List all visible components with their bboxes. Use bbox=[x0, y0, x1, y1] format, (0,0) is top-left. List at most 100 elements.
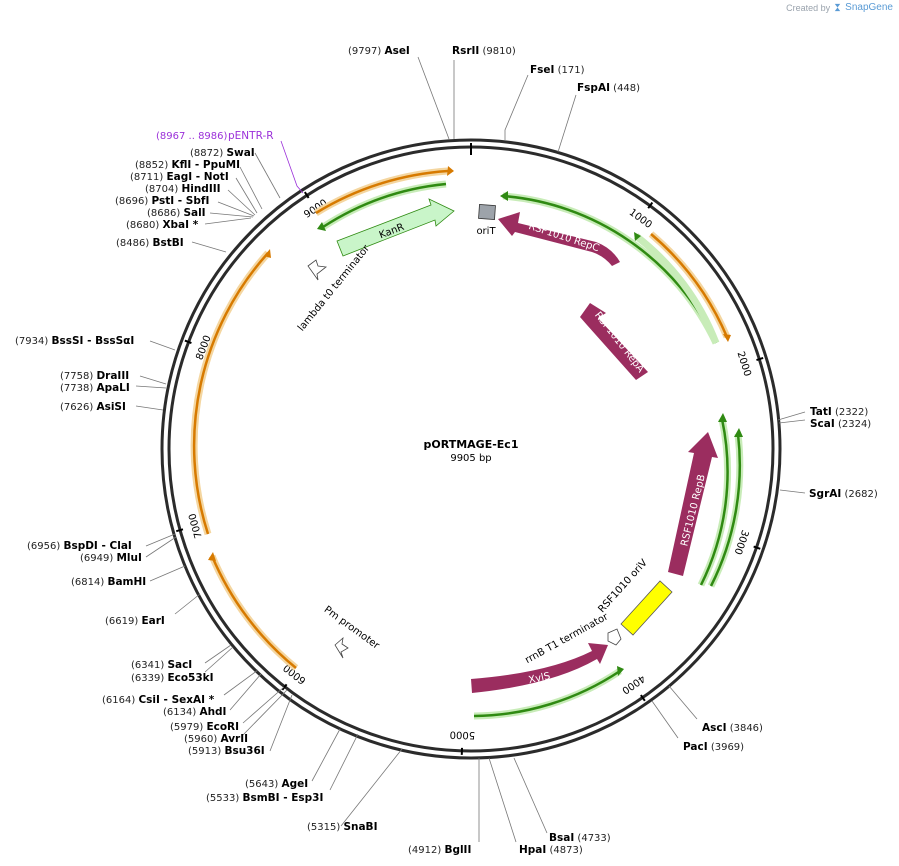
site-bstbi[interactable]: (8486) BstBI bbox=[116, 237, 184, 249]
site-scai[interactable]: ScaI (2324) bbox=[810, 418, 871, 430]
primer-range: (8967 .. 8986) bbox=[156, 131, 228, 142]
site-name: FspAI bbox=[577, 82, 610, 94]
site-saci[interactable]: (6341) SacI bbox=[131, 659, 192, 671]
svg-text:(6341) SacI: (6341) SacI bbox=[131, 659, 192, 671]
site-position: (6164) bbox=[102, 695, 138, 706]
site-eari[interactable]: (6619) EarI bbox=[105, 615, 165, 627]
site-kfli[interactable]: (8852) KflI - PpuMI bbox=[135, 159, 240, 171]
site-asisi[interactable]: (7626) AsiSI bbox=[60, 401, 126, 413]
svg-text:PacI (3969): PacI (3969) bbox=[683, 741, 744, 753]
site-snabi[interactable]: (5315) SnaBI bbox=[307, 821, 377, 833]
site-bsmbi[interactable]: (5533) BsmBI - Esp3I bbox=[206, 792, 323, 804]
feature-rrnb-terminator[interactable]: rrnB T1 terminator bbox=[523, 611, 622, 666]
svg-text:(8852) KflI - PpuMI: (8852) KflI - PpuMI bbox=[135, 159, 240, 171]
site-swai[interactable]: (8872) SwaI bbox=[190, 147, 255, 159]
site-bsu36i[interactable]: (5913) Bsu36I bbox=[188, 745, 265, 757]
feature-repa[interactable]: RSF1010 RepA bbox=[580, 303, 648, 380]
site-bsssi[interactable]: (7934) BssSI - BssSαI bbox=[15, 335, 134, 347]
site-bamhi[interactable]: (6814) BamHI bbox=[71, 576, 146, 588]
site-draiii[interactable]: (7758) DraIII bbox=[60, 370, 129, 382]
feature-orit[interactable]: oriT bbox=[476, 204, 496, 237]
site-extra: - ClaI bbox=[98, 540, 132, 552]
site-agei[interactable]: (5643) AgeI bbox=[245, 778, 308, 790]
primer-name: pENTR-R bbox=[228, 130, 274, 142]
svg-text:(5979) EcoRI: (5979) EcoRI bbox=[170, 721, 239, 733]
site-sgrai[interactable]: SgrAI (2682) bbox=[809, 488, 878, 500]
site-extra: - SbfI bbox=[174, 195, 209, 207]
tick-label: 2000 bbox=[735, 350, 753, 378]
site-name: CsiI bbox=[138, 694, 159, 706]
site-name: SgrAI bbox=[809, 488, 841, 500]
svg-text:(5315) SnaBI: (5315) SnaBI bbox=[307, 821, 377, 833]
site-csii[interactable]: (6164) CsiI - SexAI * bbox=[102, 694, 215, 706]
svg-text:(8711) EagI - NotI: (8711) EagI - NotI bbox=[130, 171, 229, 183]
credit-prefix: Created by bbox=[786, 2, 831, 13]
site-name: HpaI bbox=[519, 844, 546, 856]
site-rsrii[interactable]: RsrII (9810) bbox=[452, 45, 516, 57]
feature-pm-promoter[interactable]: Pm promoter bbox=[322, 604, 382, 659]
site-position: (8486) bbox=[116, 238, 152, 249]
site-position: (5643) bbox=[245, 779, 281, 790]
site-name: FseI bbox=[530, 64, 554, 76]
site-position: (3846) bbox=[727, 723, 764, 734]
site-position: (8696) bbox=[115, 196, 151, 207]
primer-arcs bbox=[190, 166, 744, 720]
feature-repc[interactable]: RSF1010 RepC bbox=[498, 212, 620, 266]
svg-text:(5913) Bsu36I: (5913) Bsu36I bbox=[188, 745, 265, 757]
site-name: XbaI bbox=[162, 219, 189, 231]
feature-oriv[interactable]: RSF1010 oriV bbox=[596, 557, 673, 636]
svg-text:FseI (171): FseI (171) bbox=[530, 64, 585, 76]
site-name: KflI bbox=[171, 159, 191, 171]
site-name: SalI bbox=[183, 207, 205, 219]
tick-mark bbox=[184, 339, 192, 344]
site-position: (4873) bbox=[546, 845, 583, 856]
site-position: (4733) bbox=[574, 833, 611, 844]
site-name: PacI bbox=[683, 741, 708, 753]
site-name: Eco53kI bbox=[167, 672, 213, 684]
pm-label: Pm promoter bbox=[322, 604, 382, 652]
site-eco53ki[interactable]: (6339) Eco53kI bbox=[131, 672, 214, 684]
site-name: AvrII bbox=[220, 733, 248, 745]
site-position: (171) bbox=[554, 65, 584, 76]
site-name: AseI bbox=[384, 45, 409, 57]
feature-lambda-terminator[interactable]: lambda t0 terminator bbox=[296, 243, 373, 334]
site-position: (2324) bbox=[835, 419, 872, 430]
site-bspdi[interactable]: (6956) BspDI - ClaI bbox=[27, 540, 132, 552]
site-ahdi[interactable]: (6134) AhdI bbox=[163, 706, 226, 718]
site-name: TatI bbox=[810, 406, 832, 418]
site-bglii[interactable]: (4912) BglII bbox=[408, 844, 471, 856]
site-bsai[interactable]: BsaI (4733) bbox=[549, 832, 611, 844]
svg-text:ScaI (2324): ScaI (2324) bbox=[810, 418, 871, 430]
feature-xyls[interactable]: XylS bbox=[471, 643, 608, 693]
svg-text:(7758) DraIII: (7758) DraIII bbox=[60, 370, 129, 382]
site-xbai[interactable]: (8680) XbaI * bbox=[126, 219, 199, 231]
site-name: ApaLI bbox=[96, 382, 129, 394]
site-fspai[interactable]: FspAI (448) bbox=[577, 82, 640, 94]
site-tati[interactable]: TatI (2322) bbox=[810, 406, 868, 418]
site-ecori[interactable]: (5979) EcoRI bbox=[170, 721, 239, 733]
site-position: (2322) bbox=[832, 407, 869, 418]
site-apali[interactable]: (7738) ApaLI bbox=[60, 382, 130, 394]
leader-lines bbox=[135, 56, 806, 843]
site-psti[interactable]: (8696) PstI - SbfI bbox=[115, 195, 209, 207]
site-hpai[interactable]: HpaI (4873) bbox=[519, 844, 583, 856]
svg-text:(8686) SalI: (8686) SalI bbox=[147, 207, 206, 219]
site-paci[interactable]: PacI (3969) bbox=[683, 741, 744, 753]
svg-text:(9797) AseI: (9797) AseI bbox=[348, 45, 410, 57]
tick-mark bbox=[303, 191, 310, 199]
site-avrii[interactable]: (5960) AvrII bbox=[184, 733, 248, 745]
site-fsei[interactable]: FseI (171) bbox=[530, 64, 585, 76]
site-eagi[interactable]: (8711) EagI - NotI bbox=[130, 171, 229, 183]
site-mlui[interactable]: (6949) MluI bbox=[80, 552, 142, 564]
site-labels-left: (8872) SwaI(8852) KflI - PpuMI(8711) Eag… bbox=[15, 147, 471, 856]
site-position: (2682) bbox=[841, 489, 878, 500]
plasmid-length: 9905 bp bbox=[450, 453, 491, 464]
site-position: (9797) bbox=[348, 46, 384, 57]
site-asci[interactable]: AscI (3846) bbox=[702, 722, 763, 734]
site-hindiii[interactable]: (8704) HindIII bbox=[145, 183, 221, 195]
site-position: (8711) bbox=[130, 172, 166, 183]
site-asei[interactable]: (9797) AseI bbox=[348, 45, 410, 57]
site-sali[interactable]: (8686) SalI bbox=[147, 207, 206, 219]
svg-text:(6814) BamHI: (6814) BamHI bbox=[71, 576, 146, 588]
